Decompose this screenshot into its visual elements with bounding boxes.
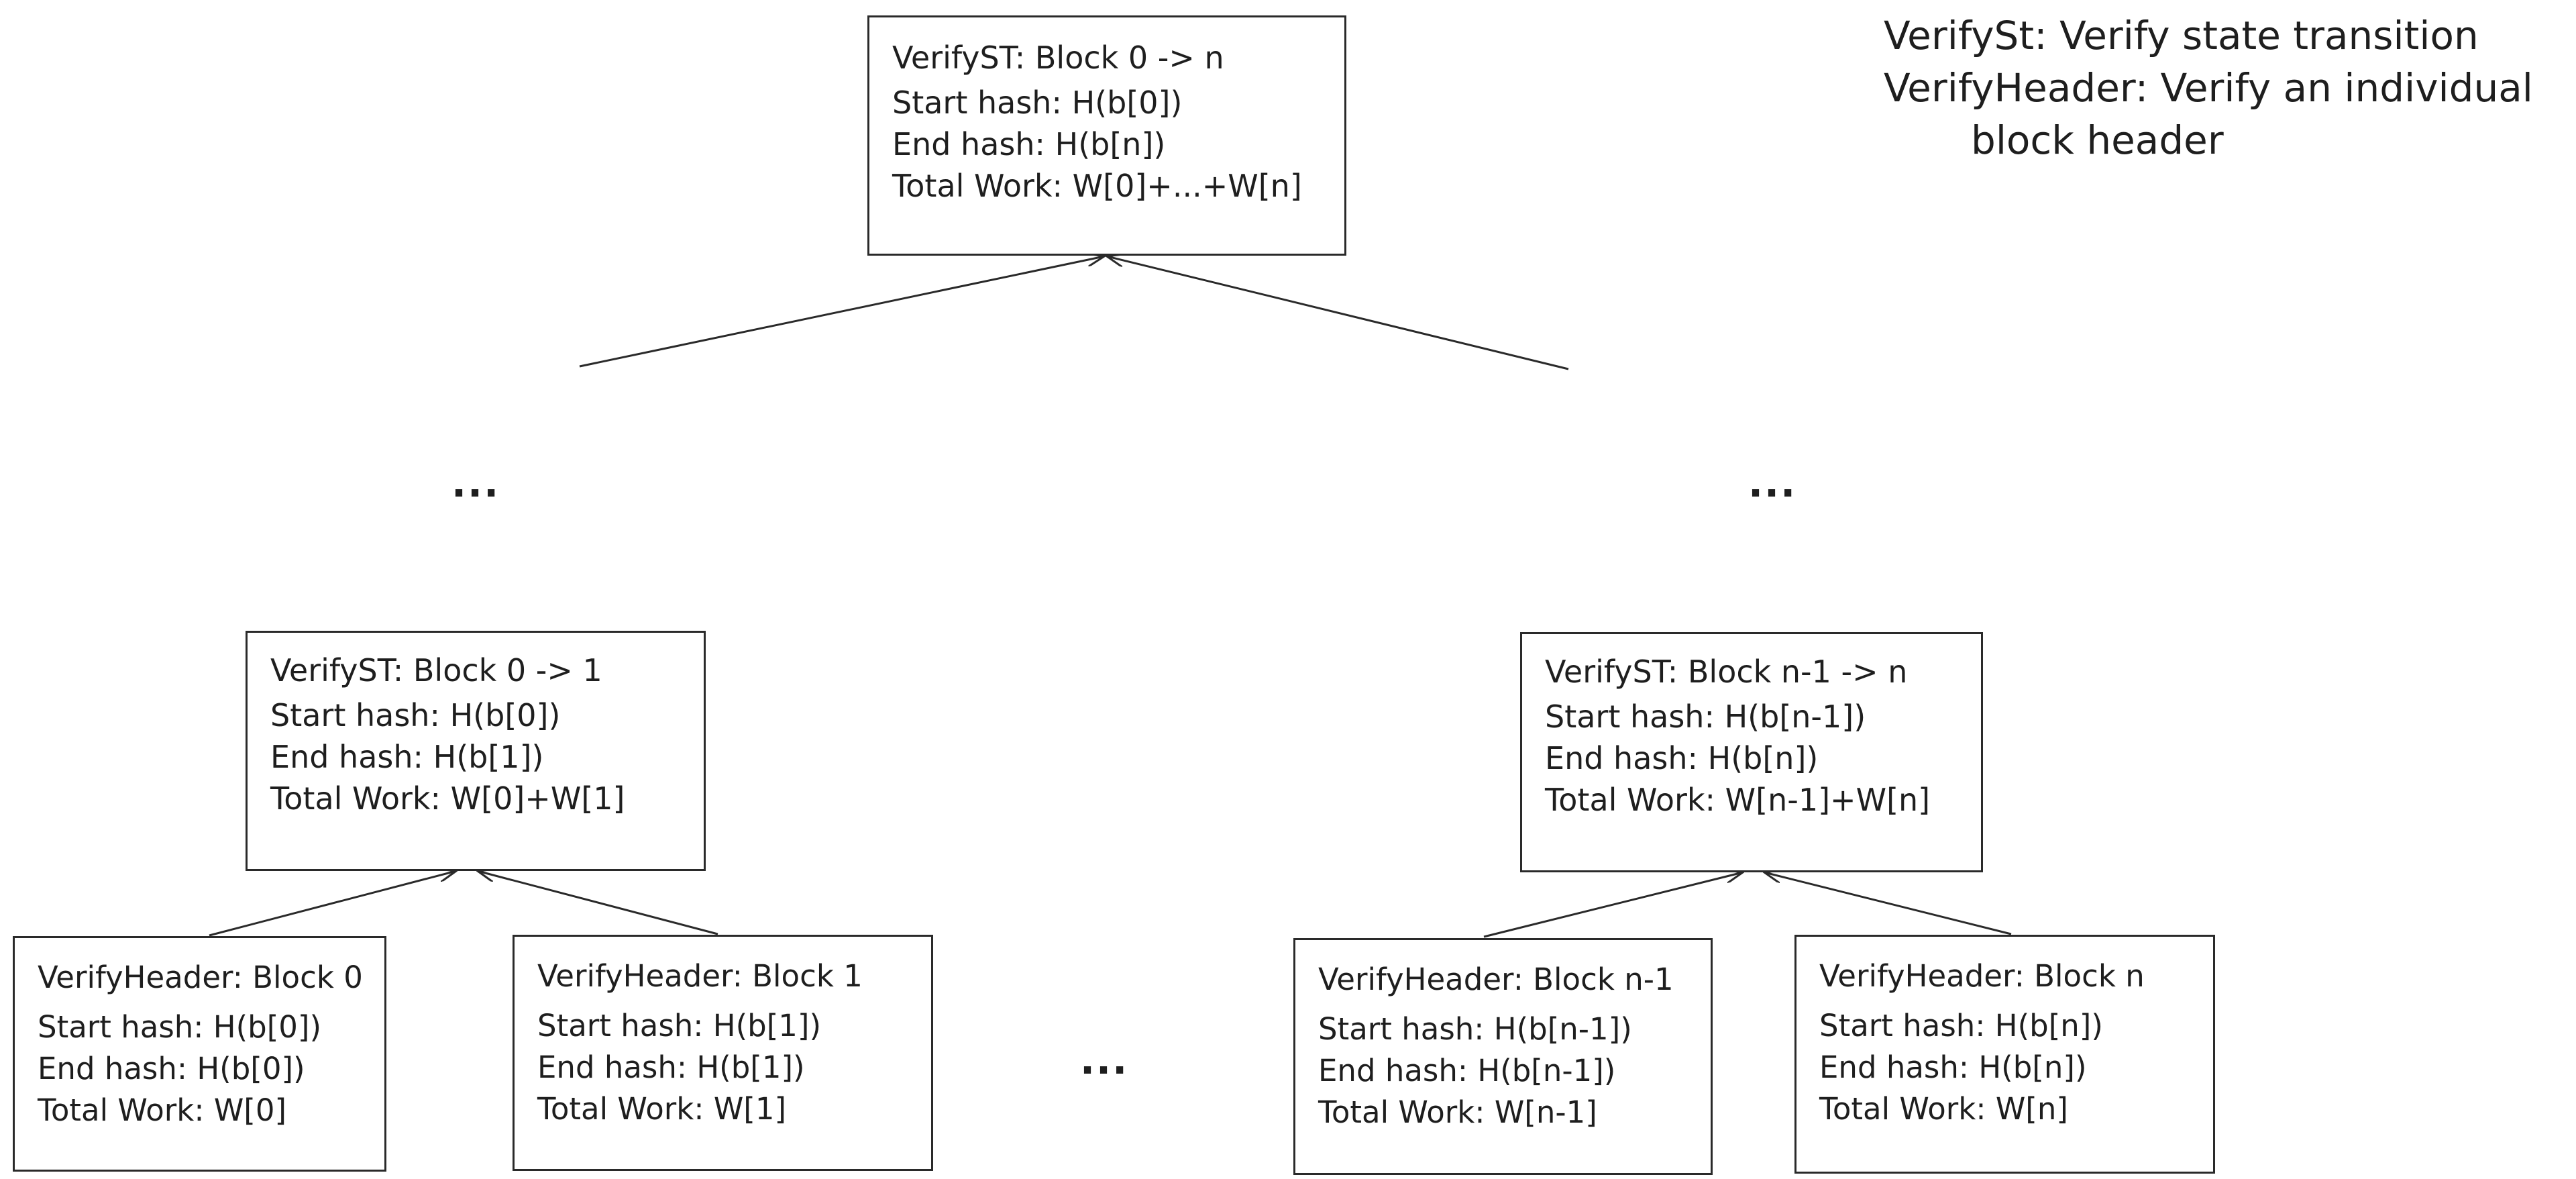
node-end-hash: End hash: H(b[n]) [1545,740,1819,776]
node-total-work: Total Work: W[n] [1819,1091,2068,1127]
node-verifyst-root: VerifyST: Block 0 -> n Start hash: H(b[0… [867,15,1346,256]
legend: VerifySt: Verify state transition Verify… [1884,9,2533,166]
node-title: VerifyHeader: Block n [1819,958,2145,994]
edge-right-to-root [1107,256,1569,370]
ellipsis-left: ... [451,460,500,506]
node-end-hash: End hash: H(b[1]) [270,739,544,775]
node-verifyheader-block-0: VerifyHeader: Block 0 Start hash: H(b[0]… [13,936,386,1172]
node-end-hash: End hash: H(b[n]) [892,126,1166,162]
edge-hn-to-st-right [1764,872,2012,935]
node-total-work: Total Work: W[0]+...+W[n] [892,168,1302,204]
node-end-hash: End hash: H(b[n]) [1819,1049,2087,1085]
node-total-work: Total Work: W[n-1]+W[n] [1545,782,1931,818]
node-end-hash: End hash: H(b[1]) [537,1049,805,1085]
node-start-hash: Start hash: H(b[1]) [537,1008,822,1043]
node-title: VerifyST: Block n-1 -> n [1545,654,1908,690]
node-title: VerifyHeader: Block 0 [38,960,363,995]
node-start-hash: Start hash: H(b[0]) [892,85,1183,121]
ellipsis-bottom: ... [1080,1037,1129,1083]
node-verifyst-right: VerifyST: Block n-1 -> n Start hash: H(b… [1520,632,1983,872]
edge-h0-to-st-left [209,871,456,937]
node-verifyheader-block-n: VerifyHeader: Block n Start hash: H(b[n]… [1794,935,2215,1174]
node-title: VerifyHeader: Block 1 [537,958,863,994]
node-verifyheader-block-n-1: VerifyHeader: Block n-1 Start hash: H(b[… [1293,938,1713,1175]
node-total-work: Total Work: W[1] [537,1091,787,1127]
node-title: VerifyHeader: Block n-1 [1318,962,1674,997]
legend-line-verifyst: VerifySt: Verify state transition [1884,13,2479,58]
node-total-work: Total Work: W[0] [38,1092,287,1128]
node-title: VerifyST: Block 0 -> n [892,40,1224,76]
node-start-hash: Start hash: H(b[0]) [38,1009,322,1045]
edge-left-to-root [579,256,1104,368]
node-end-hash: End hash: H(b[0]) [38,1051,305,1086]
node-start-hash: Start hash: H(b[n-1]) [1318,1011,1632,1047]
legend-line-verifyheader: VerifyHeader: Verify an individual [1884,65,2533,111]
node-end-hash: End hash: H(b[n-1]) [1318,1053,1616,1088]
ellipsis-right: ... [1748,460,1797,506]
node-title: VerifyST: Block 0 -> 1 [270,652,602,688]
node-total-work: Total Work: W[n-1] [1318,1094,1597,1130]
node-verifyheader-block-1: VerifyHeader: Block 1 Start hash: H(b[1]… [513,935,933,1171]
legend-line-continuation: block header [1971,117,2224,163]
node-verifyst-left: VerifyST: Block 0 -> 1 Start hash: H(b[0… [246,631,706,871]
node-start-hash: Start hash: H(b[0]) [270,697,561,733]
edge-h1-to-st-left [478,871,718,935]
node-start-hash: Start hash: H(b[n]) [1819,1008,2103,1043]
node-start-hash: Start hash: H(b[n-1]) [1545,699,1866,735]
node-total-work: Total Work: W[0]+W[1] [270,780,625,817]
edge-hn1-to-st-right [1483,872,1743,938]
